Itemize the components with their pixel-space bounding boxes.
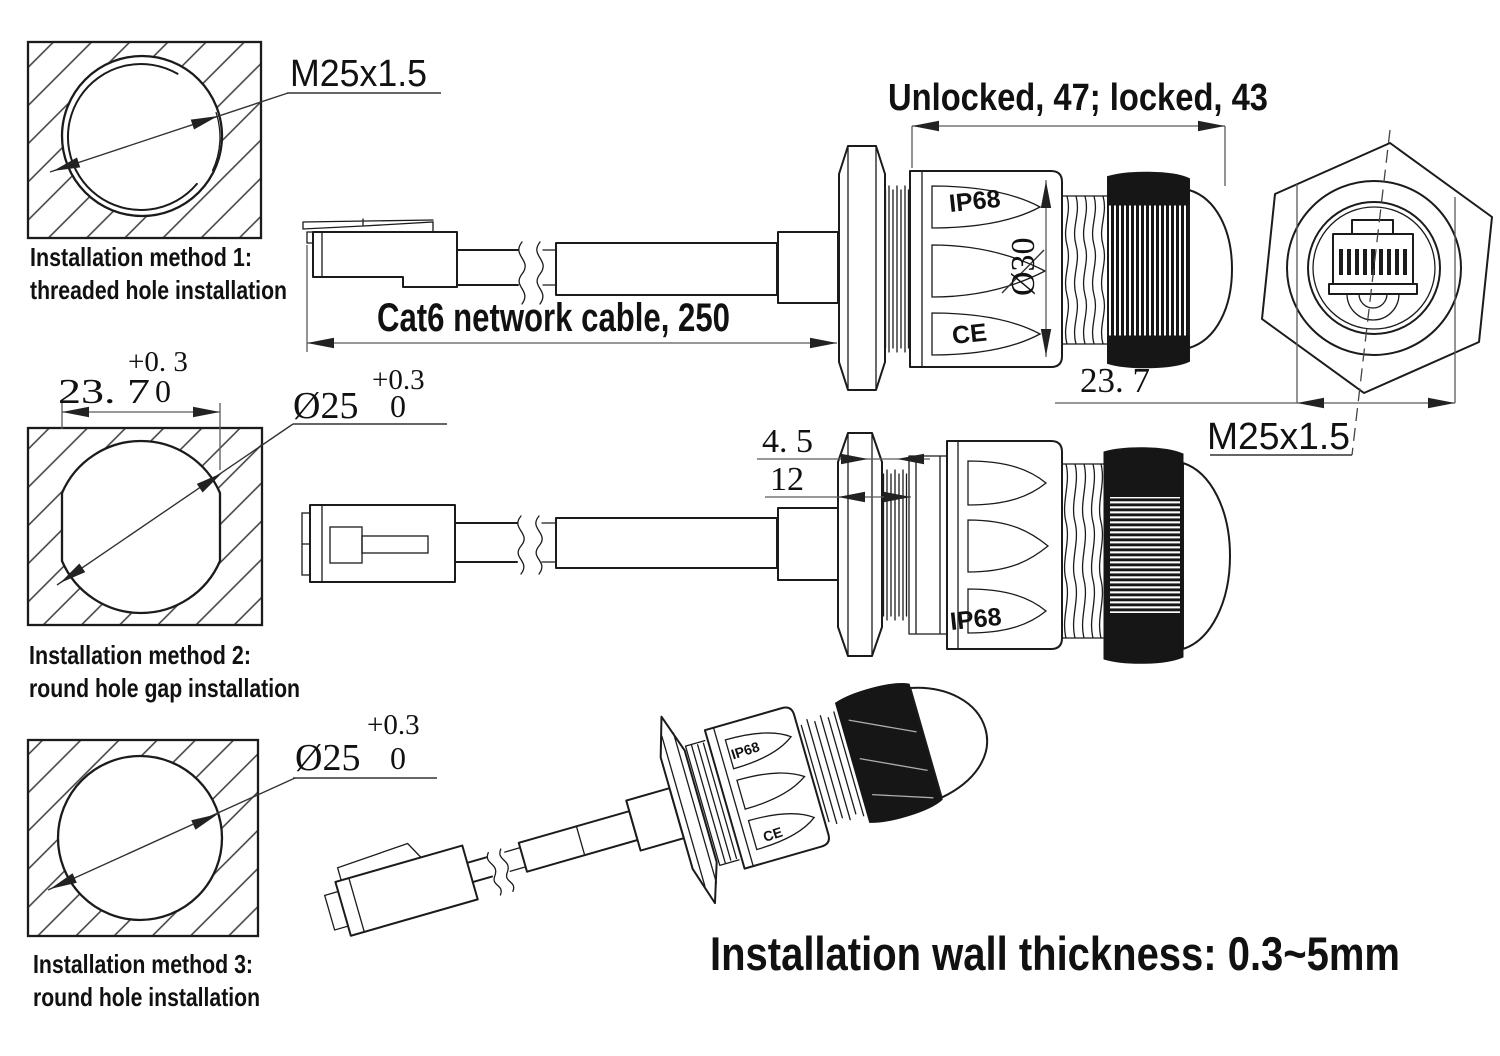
threaded-hole-bold-arc — [66, 63, 198, 211]
width-tol-plus-2: +0. 3 — [128, 346, 188, 378]
collar-rings — [908, 455, 948, 635]
cable-ferrule-2 — [777, 507, 839, 581]
front-thread-label: M25x1.5 — [1207, 416, 1350, 458]
dia-tol-plus-3: +0.3 — [367, 709, 420, 741]
install-method-1: M25x1.5 Installation method 1: threaded … — [26, 40, 441, 305]
cable-break-left — [518, 241, 526, 305]
ip68-mark-mid: IP68 — [949, 603, 1003, 636]
rj45-jack-tab — [1351, 219, 1394, 236]
side-view-assembled: IP68 CE Ø30 Unlocked, 47; locked, 43 Cat… — [302, 77, 1268, 400]
knurl-stripes-2 — [1110, 497, 1180, 613]
grip-wedge-3 — [931, 312, 1042, 356]
threaded-hole-outer — [60, 54, 224, 218]
iso-hex-flange — [659, 715, 718, 905]
dome-cap — [1188, 189, 1233, 349]
front-view: M25x1.5 — [1055, 129, 1493, 458]
gland-circle-inner — [1307, 201, 1441, 335]
hex-nut-side — [838, 145, 886, 391]
grip-wedge-1 — [931, 185, 1042, 229]
rj45-jack-pins — [1339, 249, 1407, 275]
thread-section-2 — [882, 469, 908, 621]
method3-caption-line2: round hole installation — [33, 982, 260, 1012]
width-tol-zero-2: 0 — [155, 373, 171, 409]
thread-size-label-1: M25x1.5 — [290, 53, 427, 95]
rj45-plug-side — [312, 231, 458, 288]
rj45-plug-top-step — [306, 231, 458, 251]
cable-break-right — [536, 241, 544, 305]
method1-caption-line2: threaded hole installation — [30, 275, 287, 305]
nut-width-label: 23. 7 — [1080, 361, 1150, 400]
diameter-leader-2 — [56, 423, 294, 586]
dia-tol-zero-3: 0 — [390, 740, 406, 776]
rj45-plug-topview — [309, 504, 456, 583]
cable-dim-label: Cat6 network cable, 250 — [377, 296, 730, 340]
iso-rj45-plug — [334, 844, 479, 937]
rj45-jack-base — [1328, 283, 1418, 295]
ce-mark-top: CE — [951, 318, 988, 349]
method1-caption-line1: Installation method 1: — [30, 242, 252, 272]
dia-tol-plus-2: +0.3 — [372, 364, 425, 396]
iso-dome-cap — [909, 686, 988, 799]
dia-tol-zero-2: 0 — [390, 388, 406, 424]
diameter-leader-1 — [49, 92, 289, 173]
cable-ferrule — [777, 231, 839, 304]
connector-body — [909, 170, 1063, 368]
width-dim-2: 23. 7 — [58, 372, 150, 411]
side-view-exploded: IP68 4. 5 12 — [301, 423, 1231, 664]
thread-length-label: 12 — [770, 461, 804, 498]
cable-sleeve-2 — [555, 517, 778, 569]
rj45-latch — [302, 218, 434, 233]
method2-caption-line2: round hole gap installation — [29, 673, 300, 703]
install-method-2: +0. 3 23. 7 0 +0.3 Ø25 0 Installation me… — [26, 346, 447, 703]
thread-section — [884, 185, 910, 353]
grip-wedge-2 — [931, 244, 1047, 298]
dome-cap-2 — [1182, 462, 1231, 650]
iso-cable-shaft — [517, 810, 639, 873]
iso-body — [703, 706, 830, 870]
iso-plug-latch — [336, 842, 422, 881]
iso-washer-rings — [684, 739, 740, 866]
thread-break-arc — [211, 111, 221, 172]
wall-thickness-note: Installation wall thickness: 0.3~5mm — [710, 927, 1400, 980]
install-method-3: +0.3 Ø25 0 Installation method 3: round … — [26, 709, 437, 1012]
body-diameter-label: Ø30 — [1005, 237, 1042, 296]
iso-view: IP68 CE — [323, 683, 988, 937]
hex-flange-side — [837, 432, 883, 657]
dia-label-2: Ø25 — [293, 385, 358, 427]
length-dim-label: Unlocked, 47; locked, 43 — [888, 77, 1268, 119]
round-hole — [56, 754, 224, 922]
jack-lower-arc — [1346, 293, 1400, 321]
iso-ce-mark: CE — [761, 824, 784, 845]
iso-knurled-nut — [834, 683, 943, 823]
method2-caption-line1: Installation method 2: — [29, 640, 251, 670]
flange-thickness-label: 4. 5 — [762, 423, 813, 460]
method3-caption-line1: Installation method 3: — [33, 949, 253, 979]
iso-thread-rings — [800, 711, 865, 825]
cable-sleeve — [555, 242, 778, 296]
dia-label-3: Ø25 — [295, 737, 360, 779]
ip68-mark-top: IP68 — [948, 185, 1002, 218]
diameter-leader-3 — [47, 777, 296, 891]
centerline-dashed — [1351, 129, 1391, 456]
